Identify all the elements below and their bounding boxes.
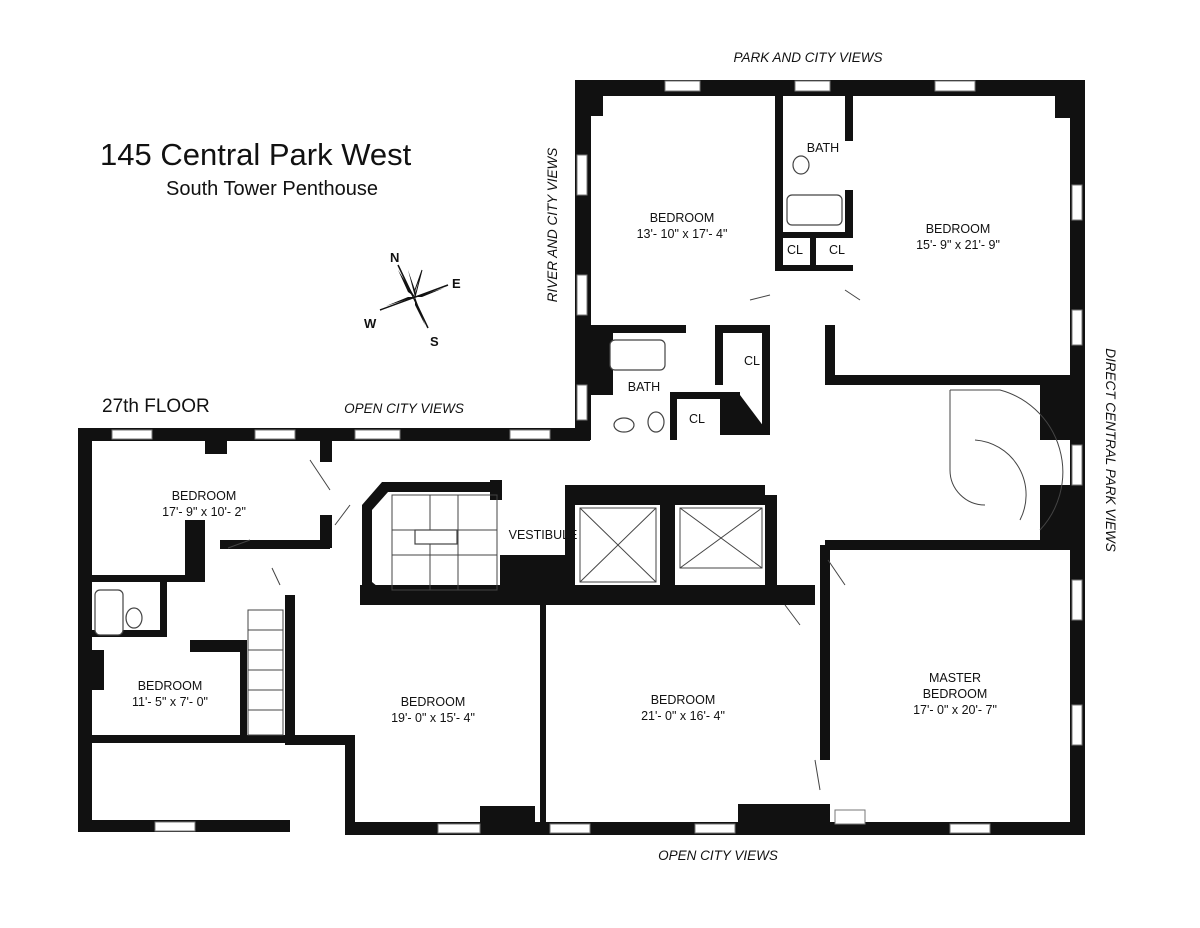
closet-3: CL	[744, 354, 760, 368]
svg-text:21'- 0" x 16'- 4": 21'- 0" x 16'- 4"	[641, 709, 725, 723]
room-bedroom-15-9: BEDROOM 15'- 9" x 21'- 9"	[916, 222, 1000, 252]
view-label-top: PARK AND CITY VIEWS	[733, 50, 882, 65]
svg-text:BEDROOM: BEDROOM	[651, 693, 716, 707]
view-label-river: RIVER AND CITY VIEWS	[545, 148, 560, 303]
view-label-open-city-upper: OPEN CITY VIEWS	[344, 401, 464, 416]
svg-text:BEDROOM: BEDROOM	[650, 211, 715, 225]
walls	[78, 80, 1085, 835]
svg-text:BEDROOM: BEDROOM	[172, 489, 237, 503]
room-bath-lower: BATH	[628, 380, 660, 394]
view-label-open-city-bottom: OPEN CITY VIEWS	[658, 848, 778, 863]
closet-4: CL	[689, 412, 705, 426]
compass-s: S	[430, 334, 439, 349]
svg-text:17'- 9" x 10'- 2": 17'- 9" x 10'- 2"	[162, 505, 246, 519]
closet-2: CL	[829, 243, 845, 257]
svg-text:BEDROOM: BEDROOM	[926, 222, 991, 236]
room-bedroom-19-0: BEDROOM 19'- 0" x 15'- 4"	[391, 695, 475, 725]
svg-text:BEDROOM: BEDROOM	[138, 679, 203, 693]
svg-text:11'- 5" x 7'- 0": 11'- 5" x 7'- 0"	[132, 695, 208, 709]
svg-text:BEDROOM: BEDROOM	[401, 695, 466, 709]
windows	[111, 80, 1083, 834]
compass-n: N	[390, 250, 399, 265]
room-bedroom-17-9: BEDROOM 17'- 9" x 10'- 2"	[162, 489, 246, 519]
compass-e: E	[452, 276, 461, 291]
plan-title: 145 Central Park West	[100, 137, 412, 172]
plan-subtitle: South Tower Penthouse	[166, 178, 378, 200]
room-bedroom-13-10: BEDROOM 13'- 10" x 17'- 4"	[637, 211, 728, 241]
room-bedroom-11-5: BEDROOM 11'- 5" x 7'- 0"	[132, 679, 208, 709]
room-vestibule: VESTIBULE	[509, 528, 578, 542]
svg-text:13'- 10" x 17'- 4": 13'- 10" x 17'- 4"	[637, 227, 728, 241]
svg-text:MASTER: MASTER	[929, 671, 981, 685]
compass-rose-icon: N E S W	[364, 250, 461, 349]
floor-label: 27th FLOOR	[102, 396, 210, 417]
svg-text:19'- 0" x 15'- 4": 19'- 0" x 15'- 4"	[391, 711, 475, 725]
compass-w: W	[364, 316, 377, 331]
svg-text:15'- 9" x 21'- 9": 15'- 9" x 21'- 9"	[916, 238, 1000, 252]
svg-text:BEDROOM: BEDROOM	[923, 687, 988, 701]
closet-1: CL	[787, 243, 803, 257]
view-label-central-park: DIRECT CENTRAL PARK VIEWS	[1103, 348, 1118, 552]
fixtures	[94, 155, 1064, 791]
room-bedroom-21-0: BEDROOM 21'- 0" x 16'- 4"	[641, 693, 725, 723]
svg-text:17'- 0" x 20'- 7": 17'- 0" x 20'- 7"	[913, 703, 997, 717]
room-master-bedroom: MASTER BEDROOM 17'- 0" x 20'- 7"	[913, 671, 997, 717]
room-bath-upper: BATH	[807, 141, 839, 155]
